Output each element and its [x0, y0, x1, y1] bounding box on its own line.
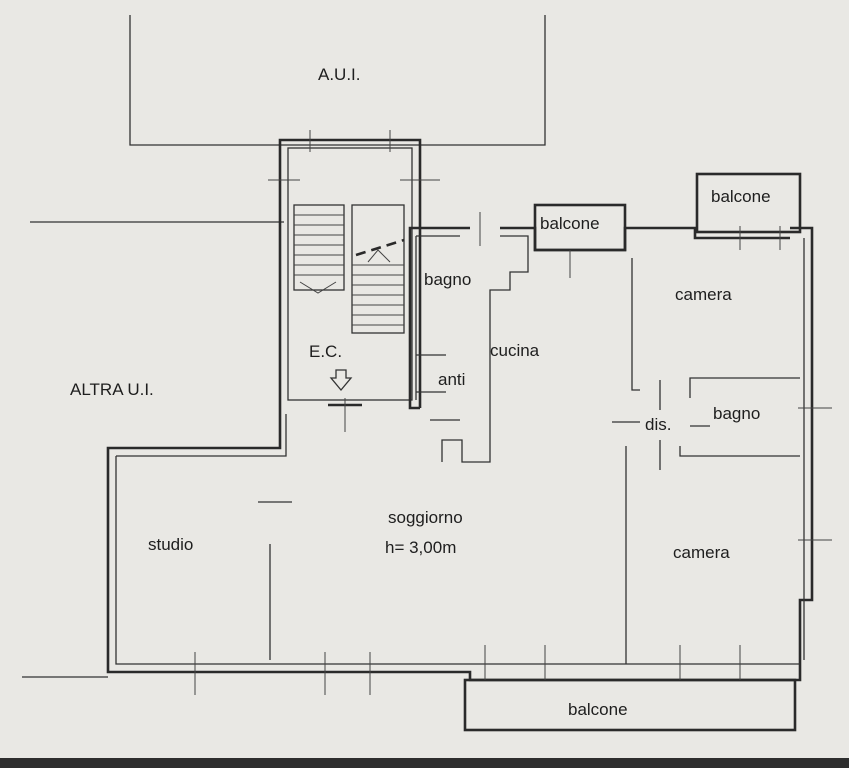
label-anti: anti [438, 370, 465, 389]
balcony-right [695, 172, 802, 234]
stair-flight-left [293, 204, 345, 294]
label-balcone-right: balcone [711, 187, 771, 206]
label-dis: dis. [645, 415, 671, 434]
label-balcone-center: balcone [540, 214, 600, 233]
label-camera-bottom: camera [673, 543, 730, 562]
stairwell [268, 130, 440, 432]
label-height: h= 3,00m [385, 538, 456, 557]
bottom-edge [0, 758, 849, 768]
label-altra-ui: ALTRA U.I. [70, 380, 154, 399]
balcony-center [533, 203, 627, 252]
aui-outline [129, 15, 546, 146]
label-camera-top: camera [675, 285, 732, 304]
window-marks [194, 212, 832, 695]
label-aui: A.U.I. [318, 65, 361, 84]
entrance-arrow-icon [329, 369, 353, 392]
label-balcone-bottom: balcone [568, 700, 628, 719]
label-studio: studio [148, 535, 193, 554]
balcony-bottom [463, 678, 797, 732]
altra-ui-outline [22, 221, 284, 678]
label-bagno-left: bagno [424, 270, 471, 289]
label-bagno-right: bagno [713, 404, 760, 423]
stair-flight-right [351, 204, 405, 334]
interior-partitions [258, 235, 800, 664]
label-ec: E.C. [309, 342, 342, 361]
label-cucina: cucina [490, 341, 540, 360]
label-soggiorno: soggiorno [388, 508, 463, 527]
